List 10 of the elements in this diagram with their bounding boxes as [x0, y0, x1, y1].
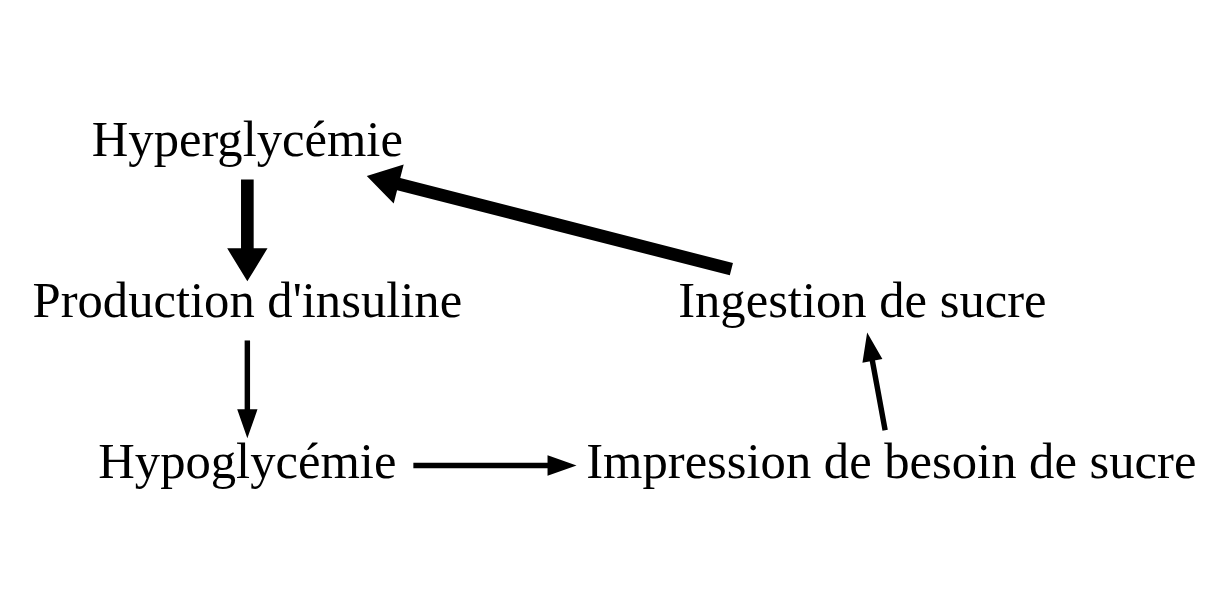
- arrow: [413, 455, 577, 476]
- node-text: Hyperglycémie: [91, 110, 403, 167]
- node-text: Hypoglycémie: [98, 432, 397, 489]
- node-text: Impression de besoin de sucre: [586, 432, 1197, 489]
- arrow: [237, 340, 258, 439]
- node-text: Ingestion de sucre: [678, 271, 1047, 328]
- arrow: [862, 332, 888, 431]
- node-text: Production d'insuline: [32, 271, 463, 328]
- arrow: [227, 179, 268, 282]
- arrow: [366, 164, 733, 276]
